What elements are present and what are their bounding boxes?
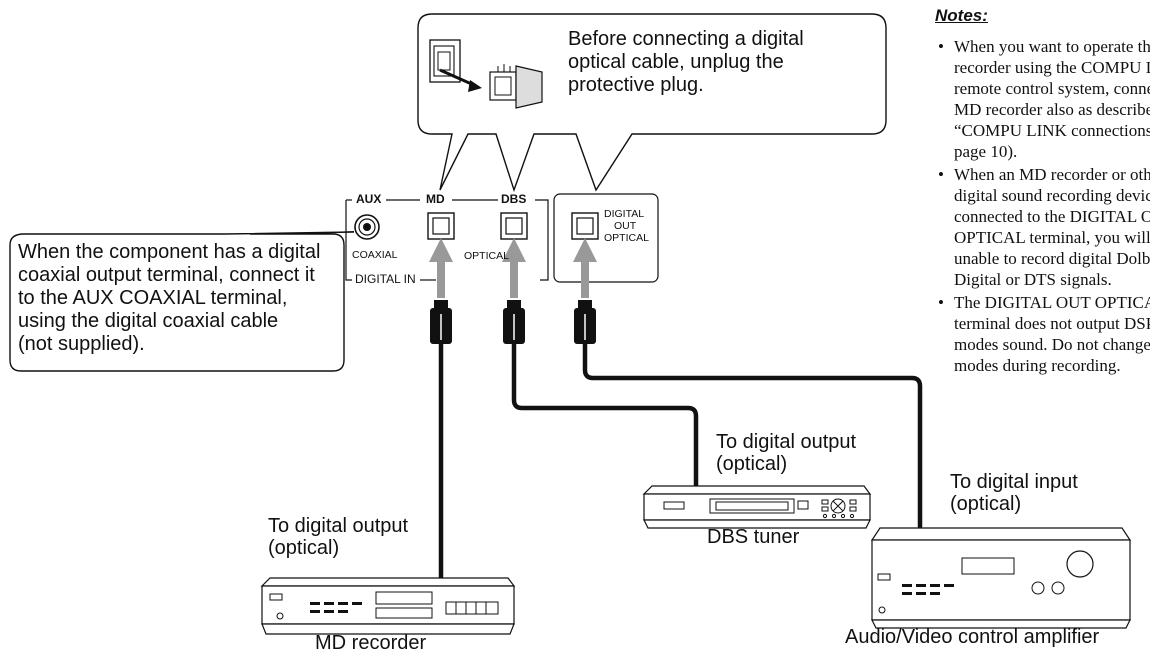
left-callout-bubble — [9, 231, 355, 372]
left-callout-text: When the component has a digital coaxial… — [18, 241, 320, 356]
av-amplifier-label: Audio/Video control amplifier — [845, 626, 1100, 648]
top-callout-text: Before connecting a digital optical cabl… — [568, 28, 804, 97]
top-callout-line: protective plug. — [568, 74, 704, 96]
amp-input-line: To digital input — [950, 471, 1078, 493]
left-callout-line: to the AUX COAXIAL terminal, — [18, 287, 288, 309]
notes-panel: When you want to operate the MD recorder… — [930, 30, 1150, 410]
md-recorder-label: MD recorder — [315, 632, 427, 654]
dbs-output-line: To digital output — [716, 431, 857, 453]
left-callout-line: (not supplied). — [18, 333, 145, 355]
top-callout-bubble — [417, 13, 887, 193]
digital-out-line: DIGITAL — [604, 208, 645, 220]
digital-out-line: OPTICAL — [604, 232, 649, 244]
cable-plugs — [430, 300, 596, 344]
left-callout-line: coaxial output terminal, connect it — [18, 264, 315, 286]
insertion-arrows — [429, 238, 597, 298]
dbs-output-label: To digital output (optical) — [716, 431, 856, 475]
dbs-label: DBS — [501, 192, 527, 206]
cables — [438, 344, 923, 580]
top-callout-line: Before connecting a digital — [568, 28, 804, 50]
av-amplifier-illustration — [870, 527, 1132, 629]
note-item: When an MD recorder or other digital sou… — [936, 164, 1150, 290]
amp-input-label: To digital input (optical) — [950, 471, 1078, 515]
left-callout-line: When the component has a digital — [18, 241, 321, 263]
digital-in-label: DIGITAL IN — [355, 272, 416, 286]
top-callout-line: optical cable, unplug the — [568, 51, 784, 73]
left-callout-line: using the digital coaxial cable — [18, 310, 279, 332]
notes-title: Notes: — [935, 6, 988, 25]
digital-out-optical-label: DIGITAL OUT OPTICAL — [604, 208, 649, 244]
protective-plug-illustration — [489, 64, 543, 109]
md-label: MD — [426, 192, 445, 206]
terminal-panel — [345, 193, 659, 283]
notes-list: When you want to operate the MD recorder… — [936, 36, 1150, 376]
dbs-tuner-illustration — [642, 485, 872, 529]
coaxial-label: COAXIAL — [352, 249, 398, 261]
optical-socket-illustration — [429, 39, 482, 92]
amp-input-line: (optical) — [950, 493, 1022, 515]
note-item: When you want to operate the MD recorder… — [936, 36, 1150, 162]
dbs-tuner-label: DBS tuner — [707, 526, 800, 548]
dbs-output-line: (optical) — [716, 453, 788, 475]
optical-label: OPTICAL — [464, 250, 509, 262]
md-recorder-illustration — [260, 577, 516, 635]
digital-out-line: OUT — [614, 220, 637, 232]
note-item: The DIGITAL OUT OPTICAL terminal does no… — [936, 292, 1150, 376]
md-output-line: (optical) — [268, 537, 340, 559]
aux-label: AUX — [356, 192, 382, 206]
md-output-label: To digital output (optical) — [268, 515, 408, 559]
md-output-line: To digital output — [268, 515, 409, 537]
